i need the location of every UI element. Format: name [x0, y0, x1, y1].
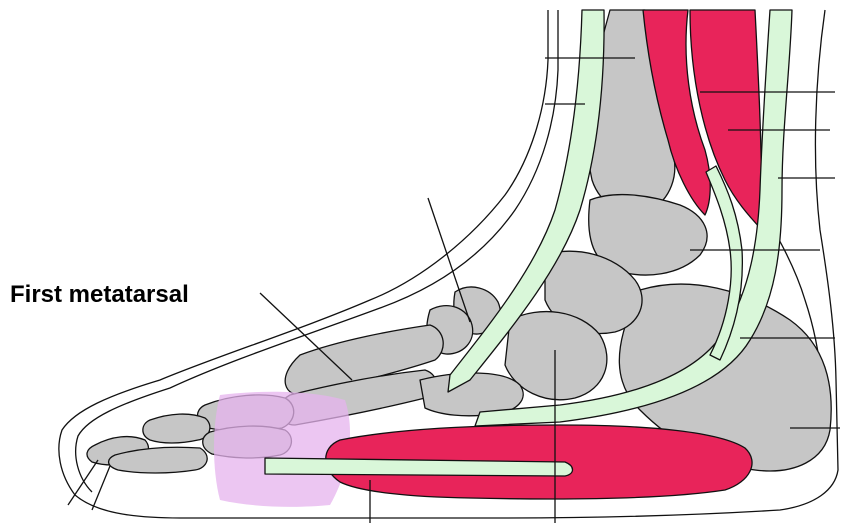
first-metatarsal-label: First metatarsal	[10, 281, 189, 308]
phalanx-middle	[143, 414, 210, 443]
